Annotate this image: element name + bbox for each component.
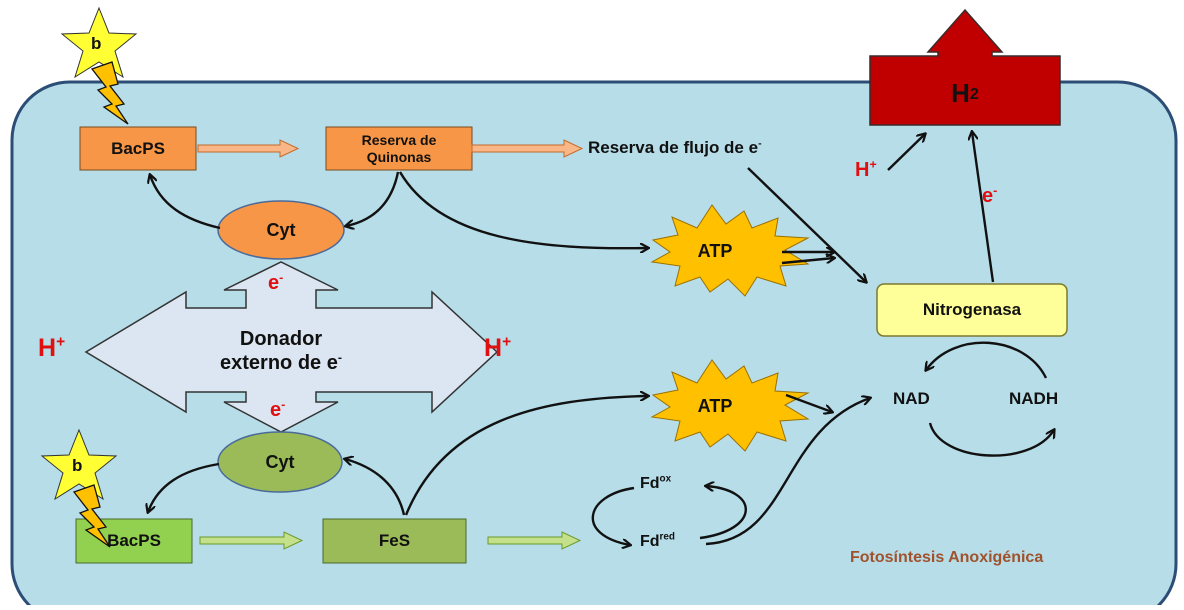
e-minus-top-sup: - bbox=[279, 270, 284, 285]
fes-to-fd-arrow bbox=[487, 531, 582, 550]
e-minus-bottom-label: e- bbox=[270, 397, 286, 421]
cyt-to-bacps-bottom-arrow bbox=[148, 462, 220, 512]
flujo-to-nitrogenasa-arrow bbox=[747, 167, 866, 282]
fd-red-label: Fdred bbox=[640, 531, 675, 550]
cyt-top-label: Cyt bbox=[266, 219, 296, 240]
quinonas-label-line2: Quinonas bbox=[366, 148, 432, 165]
atp-to-nitrogenasa-arrow-2 bbox=[781, 258, 834, 265]
hplus-top-label: H+ bbox=[855, 157, 877, 181]
caption-label: Fotosíntesis Anoxigénica bbox=[850, 549, 1044, 566]
fd-ox-sup: ox bbox=[659, 473, 672, 485]
nadh-to-nad-cycle-arrow bbox=[926, 341, 1048, 379]
quinonas-to-atp-arrow bbox=[398, 171, 648, 248]
nitrogenasa-label: Nitrogenasa bbox=[922, 300, 1022, 319]
fes-to-cyt-bottom-arrow bbox=[345, 459, 406, 516]
nadh-label: NADH bbox=[1009, 389, 1059, 408]
cyt-to-bacps-arrow bbox=[150, 175, 221, 230]
fd-red-text: Fd bbox=[640, 533, 660, 550]
atp-top-label: ATP bbox=[697, 240, 733, 261]
e-minus-bottom-sup: - bbox=[281, 397, 286, 412]
hplus-left-text: H bbox=[38, 334, 57, 362]
fes-box bbox=[322, 518, 467, 564]
cyt-bottom-label: Cyt bbox=[265, 451, 295, 472]
fdred-to-nad-arrow bbox=[705, 398, 870, 546]
atp-bottom-burst bbox=[650, 359, 810, 452]
lightning-top-shape bbox=[90, 61, 129, 125]
star-top-label: b bbox=[91, 34, 102, 53]
quinonas-label-line1: Reserva de bbox=[361, 132, 437, 149]
donador-label: Donador externo de e- bbox=[190, 318, 372, 384]
nitrogenasa-to-h2-arrow bbox=[972, 132, 995, 283]
quinonas-to-flujo-arrow bbox=[471, 139, 584, 158]
flujo-superscript: - bbox=[758, 137, 762, 150]
hplus-left-sup: + bbox=[56, 333, 66, 351]
donador-four-way-arrow bbox=[84, 261, 499, 433]
hplus-right-sup: + bbox=[502, 333, 512, 351]
bacps-top-box bbox=[79, 126, 197, 171]
fdox-to-fdred-cycle-arrow bbox=[591, 486, 635, 545]
quinonas-label: Reserva de Quinonas bbox=[326, 127, 472, 170]
fes-to-atp-bottom-arrow bbox=[404, 396, 648, 516]
quinonas-to-cyt-arrow bbox=[346, 171, 400, 226]
lightning-bottom-shape bbox=[72, 484, 111, 548]
atp-to-nad-arrow bbox=[785, 393, 832, 412]
hplus-left-label: H+ bbox=[38, 333, 66, 362]
donador-line1: Donador bbox=[239, 328, 323, 350]
hplus-right-label: H+ bbox=[484, 333, 512, 362]
e-minus-nitrogenasa-sup: - bbox=[993, 183, 998, 198]
bacps-to-quinonas-arrow bbox=[197, 139, 300, 158]
fd-ox-text: Fd bbox=[640, 475, 660, 492]
fes-label: FeS bbox=[378, 531, 411, 550]
flujo-text: Reserva de flujo de e bbox=[588, 138, 759, 157]
h2-arrow-shape bbox=[869, 8, 1061, 126]
hplus-right-text: H bbox=[484, 334, 503, 362]
star-bottom-shape bbox=[40, 428, 118, 501]
star-top-shape bbox=[60, 6, 138, 79]
hplus-top-sup: + bbox=[869, 157, 877, 172]
star-bottom-label: b bbox=[72, 456, 83, 475]
atp-bottom-label: ATP bbox=[697, 395, 733, 416]
donador-line2-text: externo de e bbox=[220, 352, 338, 374]
fd-ox-label: Fdox bbox=[640, 473, 672, 492]
e-minus-nitrogenasa-text: e bbox=[982, 185, 994, 207]
e-minus-top-text: e bbox=[268, 272, 280, 294]
fdred-to-fdox-cycle-arrow bbox=[699, 486, 747, 540]
e-minus-top-label: e- bbox=[268, 270, 284, 294]
bacps-top-label: BacPS bbox=[111, 138, 165, 158]
donador-line2-sup: - bbox=[337, 350, 342, 365]
e-minus-bottom-text: e bbox=[270, 399, 282, 421]
hplus-to-h2-arrow bbox=[887, 134, 925, 171]
e-minus-nitrogenasa-label: e- bbox=[982, 183, 998, 207]
fd-red-sup: red bbox=[659, 531, 675, 543]
nad-label: NAD bbox=[893, 389, 930, 408]
flujo-label: Reserva de flujo de e- bbox=[588, 137, 762, 157]
nitrogenasa-box bbox=[876, 283, 1068, 337]
atp-top-burst bbox=[650, 204, 810, 297]
hplus-top-text: H bbox=[855, 159, 870, 181]
bacps-bottom-label: BacPS bbox=[107, 531, 161, 550]
h2-text: H bbox=[951, 78, 970, 108]
donador-line2: externo de e- bbox=[220, 351, 342, 375]
bacps-to-fes-arrow bbox=[199, 531, 304, 550]
nad-to-nadh-cycle-arrow bbox=[928, 422, 1054, 457]
